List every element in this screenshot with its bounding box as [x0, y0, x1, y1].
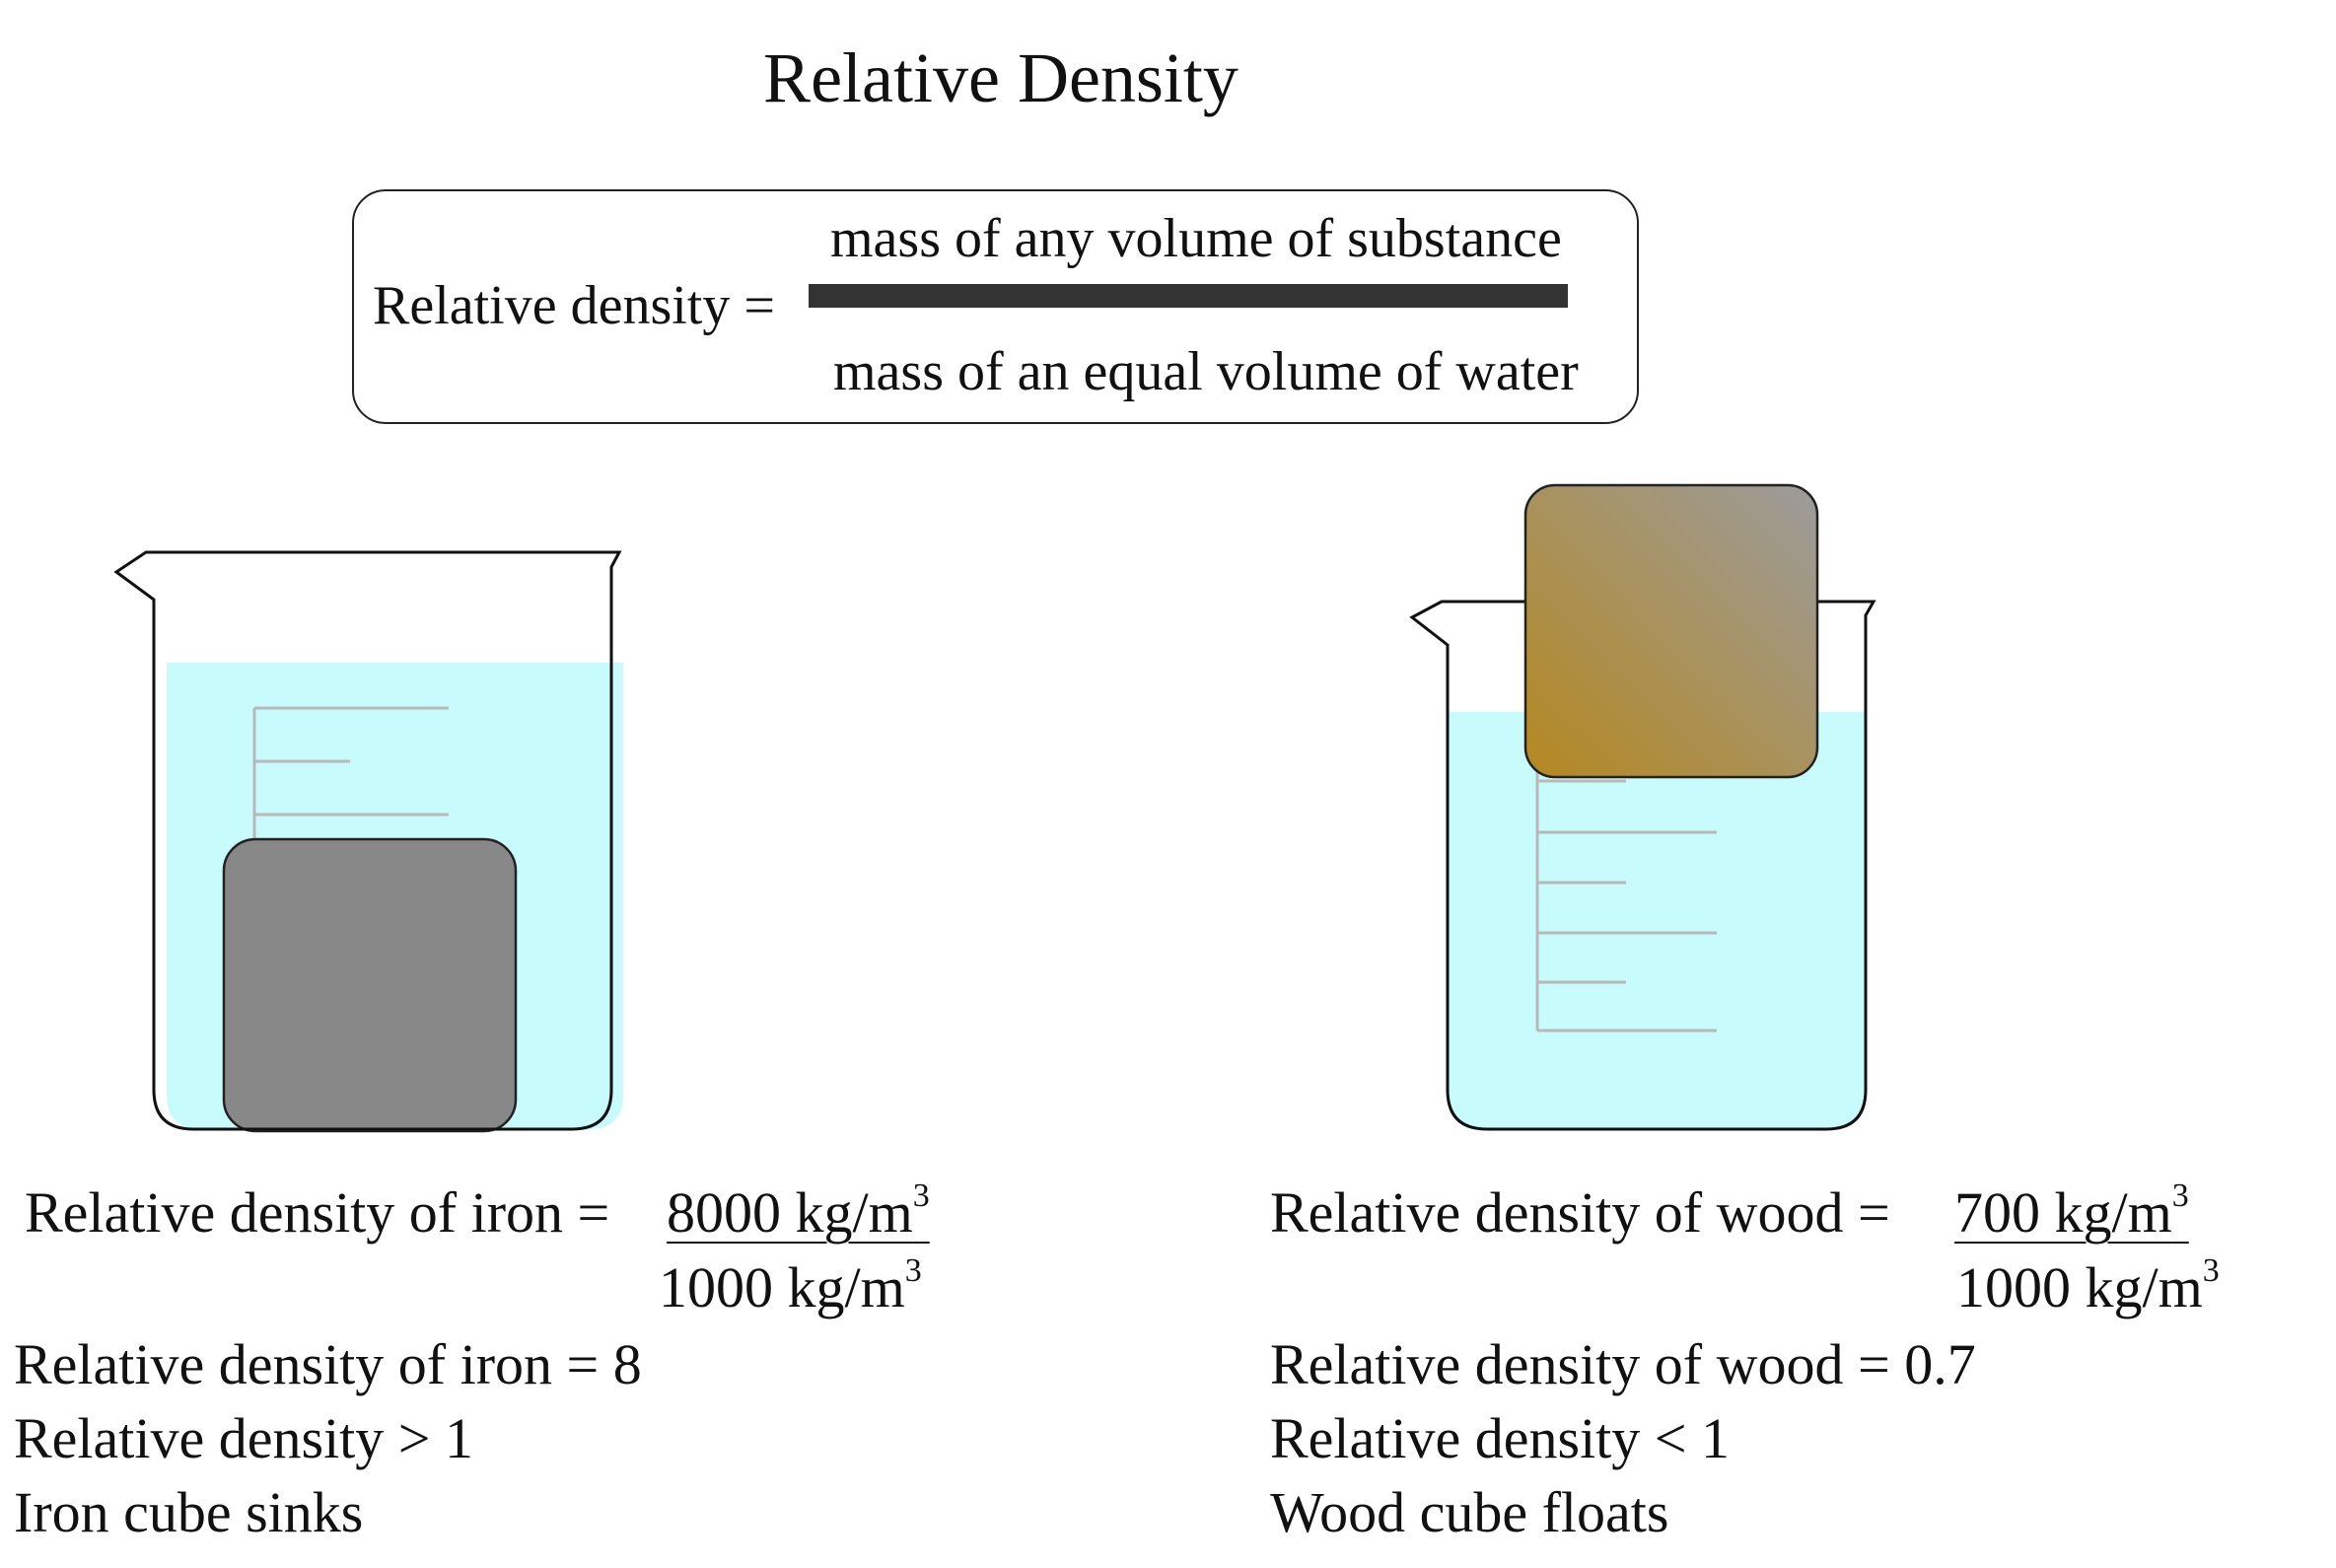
iron-numerator: 8000 kg/m3: [667, 1179, 948, 1246]
wood-denominator-text: 1000 kg/m: [1956, 1255, 2203, 1319]
wood-numerator: 700 kg/m3: [1954, 1179, 2213, 1246]
wood-comparison: Relative density < 1: [1270, 1406, 1731, 1470]
wood-denominator: 1000 kg/m3: [1956, 1254, 2220, 1320]
wood-beaker-outline: [1409, 600, 1876, 1131]
wood-denominator-exponent: 3: [2202, 1252, 2220, 1289]
formula-lhs: Relative density =: [373, 275, 775, 336]
iron-equation-label: Relative density of iron =: [25, 1180, 610, 1245]
iron-conclusion: Iron cube sinks: [14, 1480, 364, 1544]
iron-beaker: [113, 550, 623, 1133]
wood-cube: [1523, 483, 1819, 779]
wood-result: Relative density of wood = 0.7: [1270, 1332, 1976, 1396]
wood-numerator-text: 700 kg/m: [1954, 1180, 2172, 1245]
iron-numerator-text: 8000 kg/m: [667, 1180, 913, 1245]
iron-denominator: 1000 kg/m3: [659, 1254, 922, 1320]
iron-numerator-exponent: 3: [912, 1177, 930, 1214]
wood-beaker-graduations: [1535, 730, 1717, 1033]
diagram-title: Relative Density: [763, 38, 1239, 117]
iron-comparison: Relative density > 1: [14, 1406, 474, 1470]
fraction-bar: [809, 284, 1568, 308]
wood-beaker: [1409, 483, 1876, 1131]
wood-equation-label: Relative density of wood =: [1270, 1180, 1890, 1245]
wood-beaker-water: [1448, 712, 1866, 1129]
formula-box: [352, 189, 1639, 424]
formula-numerator: mass of any volume of substance: [830, 208, 1562, 269]
wood-conclusion: Wood cube floats: [1270, 1480, 1669, 1544]
iron-denominator-exponent: 3: [904, 1252, 922, 1289]
iron-denominator-text: 1000 kg/m: [659, 1255, 905, 1319]
iron-result: Relative density of iron = 8: [14, 1332, 642, 1396]
iron-beaker-outline: [113, 550, 622, 1131]
wood-numerator-exponent: 3: [2171, 1177, 2189, 1214]
formula-denominator: mass of an equal volume of water: [833, 341, 1579, 402]
iron-cube: [222, 837, 518, 1133]
